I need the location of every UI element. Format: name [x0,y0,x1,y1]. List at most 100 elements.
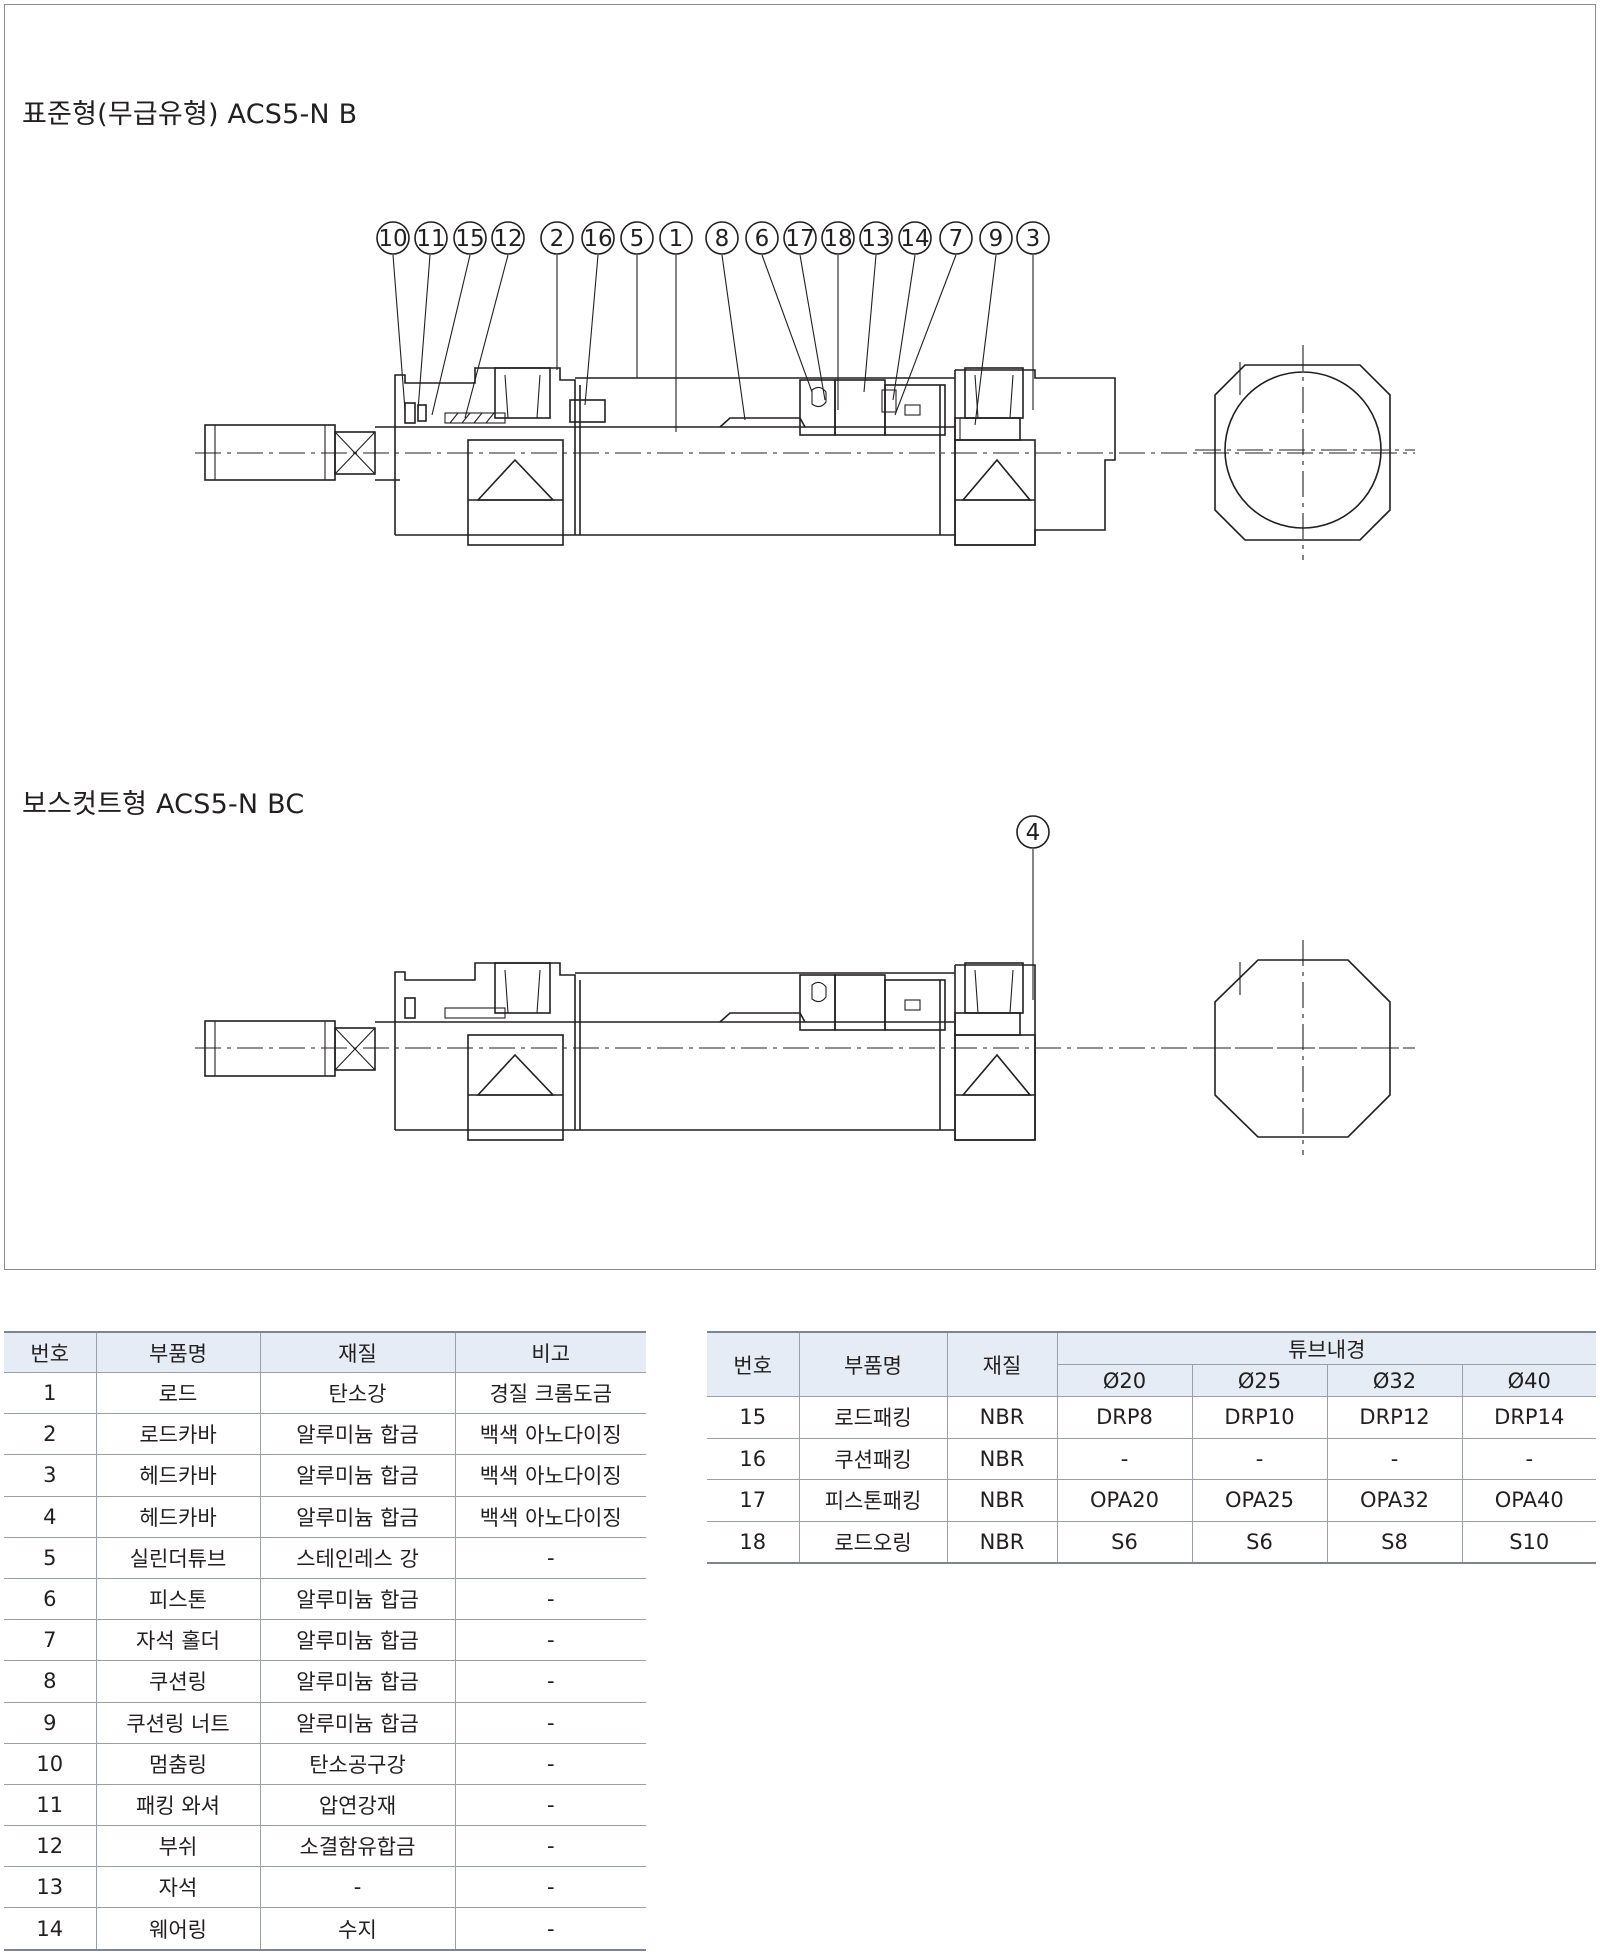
cell-note: 백색 아노다이징 [454,1496,646,1538]
boss-cut-cylinder-section [195,962,1415,1141]
callout-12: 12 [491,221,525,255]
header-size-20: Ø20 [1056,1364,1192,1397]
cell-material: NBR [946,1438,1057,1480]
cell-size-25: S6 [1191,1521,1327,1564]
cell-number: 9 [4,1702,96,1744]
header-size-25: Ø25 [1191,1364,1327,1397]
cell-material: 알루미늄 합금 [259,1660,455,1703]
callout-2: 2 [540,221,574,255]
svg-text:7: 7 [949,226,964,252]
cell-note: - [454,1825,646,1868]
cell-number: 4 [4,1496,96,1538]
cell-material: - [259,1866,455,1909]
boss-cut-callouts: 4 [1016,815,1050,1000]
cylinder-drawings: 10 11 15 12 2 16 5 1 8 6 17 18 13 14 7 9… [195,221,1415,1155]
cell-number: 6 [4,1578,96,1621]
boss-cut-end-view [1195,940,1415,1155]
cell-number: 1 [4,1372,96,1415]
cell-part-name: 로드 [95,1372,260,1415]
callout-16: 16 [581,221,615,255]
cell-number: 18 [707,1521,799,1564]
cell-size-25: DRP10 [1191,1396,1327,1439]
cell-material: 스테인레스 강 [259,1537,455,1579]
cell-note: 백색 아노다이징 [454,1413,646,1456]
cell-note: - [454,1619,646,1662]
header-part-name: 부품명 [798,1332,947,1397]
cell-size-20: - [1056,1438,1192,1480]
cell-part-name: 쿠션패킹 [798,1438,947,1480]
header-part-name: 부품명 [95,1332,260,1373]
header-number: 번호 [707,1332,799,1397]
cell-material: 탄소강 [259,1372,455,1415]
cell-note: - [454,1907,646,1951]
header-tube-bore: 튜브내경 [1056,1332,1596,1365]
cell-material: 알루미늄 합금 [259,1702,455,1744]
cell-material: 알루미늄 합금 [259,1454,455,1497]
callout-17: 17 [783,221,817,255]
cell-part-name: 자석 [95,1866,260,1909]
svg-text:13: 13 [861,226,890,252]
svg-text:8: 8 [715,226,730,252]
cell-size-25: - [1191,1438,1327,1480]
cell-size-20: OPA20 [1056,1479,1192,1522]
cell-number: 14 [4,1907,96,1951]
cell-material: 탄소공구강 [259,1743,455,1785]
cell-material: 알루미늄 합금 [259,1413,455,1456]
cell-note: - [454,1660,646,1703]
callout-9: 9 [979,221,1013,255]
cell-part-name: 패킹 와셔 [95,1784,260,1827]
cell-material: 수지 [259,1907,455,1951]
cell-size-32: DRP12 [1326,1396,1462,1439]
header-material: 재질 [946,1332,1057,1397]
cell-number: 13 [4,1866,96,1909]
svg-text:14: 14 [900,226,929,252]
cell-part-name: 웨어링 [95,1907,260,1951]
cell-number: 8 [4,1660,96,1703]
cell-note: - [454,1866,646,1909]
cell-size-40: S10 [1461,1521,1596,1564]
cell-part-name: 부쉬 [95,1825,260,1868]
cell-number: 17 [707,1479,799,1522]
cell-material: 압연강재 [259,1784,455,1827]
cell-note: - [454,1784,646,1827]
callout-13: 13 [859,221,893,255]
cell-size-40: DRP14 [1461,1396,1596,1439]
callout-4: 4 [1016,815,1050,849]
cell-part-name: 멈춤링 [95,1743,260,1785]
svg-text:10: 10 [378,226,407,252]
cell-material: NBR [946,1396,1057,1439]
cell-part-name: 로드카바 [95,1413,260,1456]
svg-text:6: 6 [755,226,770,252]
callout-5: 5 [620,221,654,255]
boss-cut-type-title: 보스컷트형 ACS5-N BC [22,789,305,820]
callout-8: 8 [705,221,739,255]
cell-size-32: OPA32 [1326,1479,1462,1522]
header-note: 비고 [454,1332,646,1373]
standard-type-title: 표준형(무급유형) ACS5-N B [22,99,358,130]
svg-text:17: 17 [785,226,814,252]
cell-note: - [454,1578,646,1621]
table-header-row: 번호 부품명 재질 튜브내경 [707,1332,1596,1397]
cell-note: - [454,1702,646,1744]
header-number: 번호 [4,1332,96,1373]
header-size-40: Ø40 [1461,1364,1596,1397]
cell-part-name: 피스톤 [95,1578,260,1621]
cell-part-name: 피스톤패킹 [798,1479,947,1522]
callout-10: 10 [376,221,410,255]
cell-part-name: 헤드카바 [95,1496,260,1538]
svg-text:15: 15 [455,226,484,252]
cell-size-40: - [1461,1438,1596,1480]
cell-number: 16 [707,1438,799,1480]
standard-cylinder-end-view [1195,345,1415,560]
